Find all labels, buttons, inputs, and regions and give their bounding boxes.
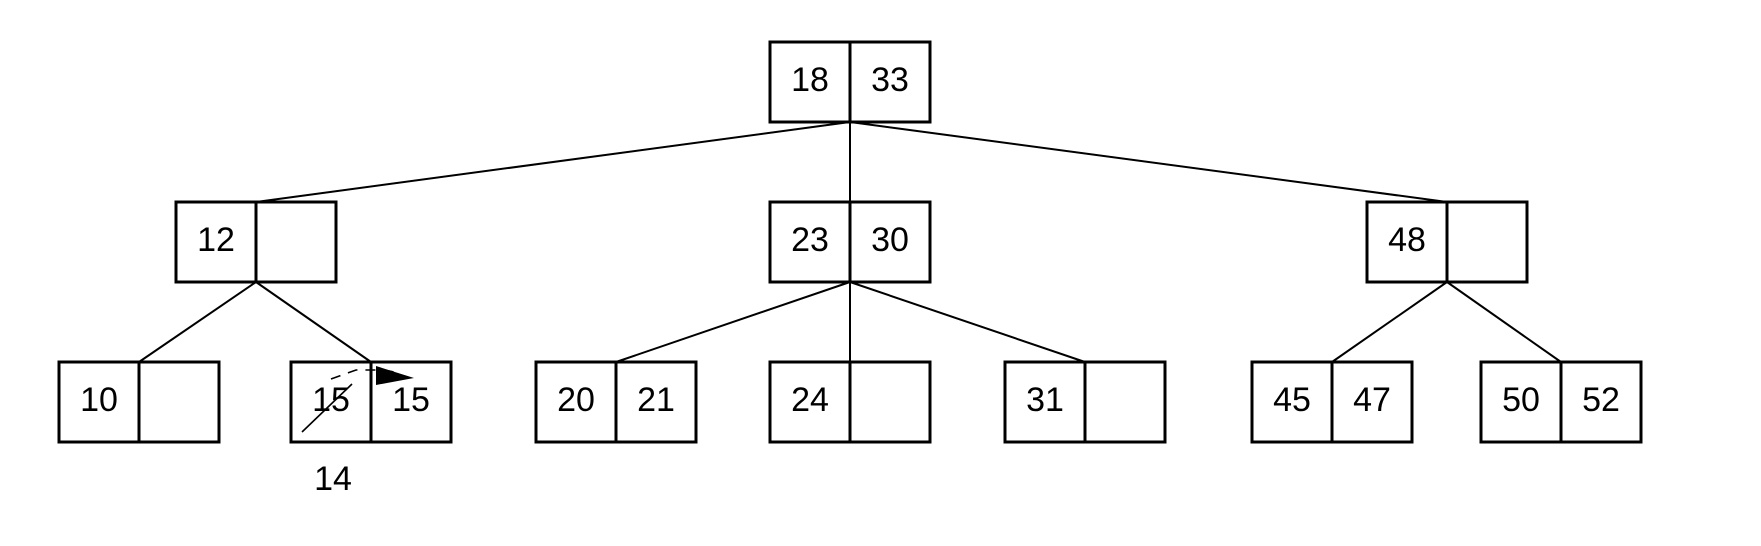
leaf-node-6: 45 47 <box>1250 360 1414 444</box>
leaf-key-1: 10 <box>80 381 118 419</box>
leaf-node-1: 10 <box>57 360 221 444</box>
node-key-1: 23 <box>791 221 829 259</box>
leaf-key-1: 50 <box>1502 381 1540 419</box>
root-key-1: 18 <box>791 61 829 99</box>
strikethrough-mark <box>301 383 353 433</box>
node-key-1: 48 <box>1388 221 1426 259</box>
internal-node-left: 12 <box>174 200 338 284</box>
leaf-node-7: 50 52 <box>1479 360 1643 444</box>
leaf-node-2: 15 15 <box>289 360 453 444</box>
node-key-1: 12 <box>197 221 235 259</box>
root-key-2: 33 <box>871 61 909 99</box>
edge-48-4547 <box>1331 281 1448 363</box>
arrowhead-icon <box>376 366 414 385</box>
leaf-node-3: 20 21 <box>534 360 698 444</box>
leaf-key-2: 15 <box>392 381 430 419</box>
tree-edges <box>138 121 1562 363</box>
leaf-key-1: 24 <box>791 381 829 419</box>
edge-12-15 <box>255 281 372 363</box>
leaf-key-2: 52 <box>1582 381 1620 419</box>
edge-12-10 <box>138 281 257 363</box>
leaf-key-1: 31 <box>1026 381 1064 419</box>
leaf-key-2: 47 <box>1353 381 1391 419</box>
edge-2330-2021 <box>615 281 851 363</box>
internal-node-middle: 23 30 <box>768 200 932 284</box>
edge-root-left <box>255 121 851 203</box>
node-key-2: 30 <box>871 221 909 259</box>
leaf-node-5: 31 <box>1003 360 1167 444</box>
leaf-key-1: 45 <box>1273 381 1311 419</box>
edge-root-right <box>849 121 1448 203</box>
edge-48-5052 <box>1446 281 1562 363</box>
leaf-key-1: 20 <box>557 381 595 419</box>
leaf-key-1-crossed: 15 <box>312 381 350 419</box>
replacement-key-note: 14 <box>314 460 352 498</box>
root-node: 18 33 <box>768 40 932 124</box>
internal-node-right: 48 <box>1365 200 1529 284</box>
edge-2330-31 <box>849 281 1086 363</box>
leaf-key-2: 21 <box>637 381 675 419</box>
leaf-node-4: 24 <box>768 360 932 444</box>
